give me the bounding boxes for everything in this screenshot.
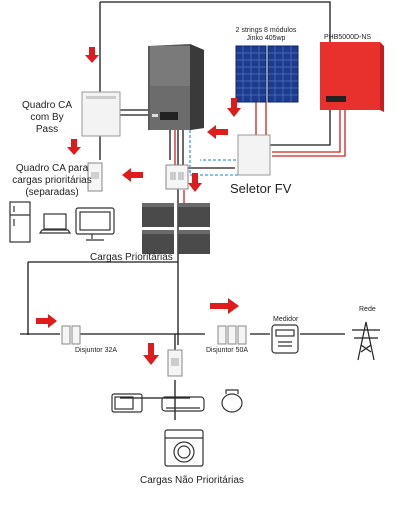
disjuntor-32a-label: Disjuntor 32A — [75, 347, 118, 354]
washing-machine-icon — [164, 429, 204, 467]
air-conditioner-icon — [161, 396, 205, 412]
seletor-fv-box — [237, 134, 271, 176]
meter-icon — [271, 324, 299, 354]
water-heater-icon — [221, 389, 243, 413]
seletor-fv-label: Seletor FV — [230, 181, 292, 196]
hybrid-inverter — [148, 44, 204, 130]
red-arrow-icon — [36, 47, 241, 365]
medidor-label: Medidor — [273, 316, 299, 323]
prioritarias-breaker — [87, 162, 103, 192]
quadro-prioritarias-label: Quadro CA para cargas prioritárias (sepa… — [12, 163, 92, 198]
rede-label: Rede — [359, 306, 376, 313]
wiring-blue — [189, 130, 238, 176]
cargas-prioritarias-label: Cargas Prioritárias — [90, 252, 173, 263]
laptop-icon — [38, 213, 72, 234]
wire-loop-left — [27, 261, 178, 335]
grid-inverter — [320, 42, 384, 112]
battery-icon — [142, 203, 210, 254]
quadro-ca-box — [81, 91, 121, 137]
wire-top-loop — [100, 1, 331, 42]
monitor-icon — [75, 207, 115, 241]
non-priority-breaker — [167, 349, 183, 377]
microwave-icon — [111, 393, 143, 413]
strings-label: 2 strings 8 módulos Jinko 405wp — [235, 27, 297, 42]
inverter-model-label: PHB5000D-NS — [324, 34, 372, 41]
power-tower-icon — [352, 321, 380, 361]
fridge-icon — [9, 201, 31, 243]
wiring-red — [174, 102, 346, 205]
disjuntor-50a — [217, 325, 247, 345]
cargas-nao-prioritarias-label: Cargas Não Prioritárias — [140, 475, 244, 486]
disjuntor-50a-label: Disjuntor 50A — [206, 347, 249, 354]
disjuntor-32a — [61, 325, 81, 345]
quadro-ca-label: Quadro CA com By Pass — [21, 100, 73, 135]
solar-panel-icon — [235, 45, 299, 103]
